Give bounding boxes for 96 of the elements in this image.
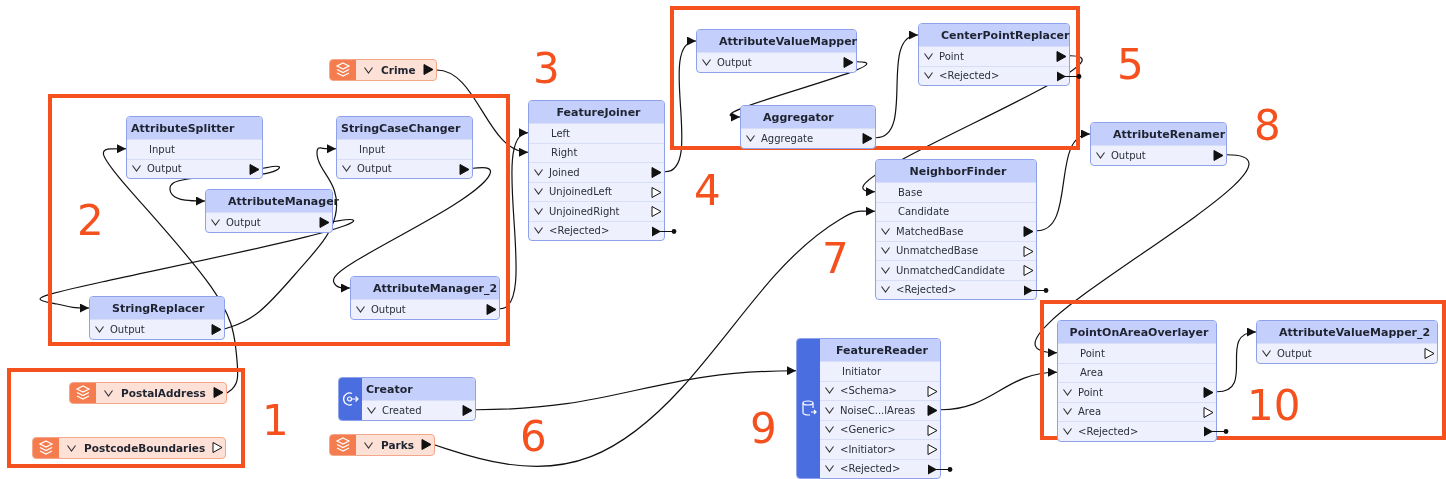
callout-number: 5 <box>1117 44 1144 86</box>
transformer-name: Aggregator <box>763 110 834 124</box>
transformer-name: AttributeValueMapper <box>719 34 858 48</box>
connector-arrow <box>224 144 338 330</box>
port-name: Output <box>110 323 145 335</box>
reader-node <box>69 382 227 404</box>
port-name: Joined <box>549 166 580 178</box>
transformer-name: FeatureReader <box>835 343 928 357</box>
transformer-node <box>740 105 876 149</box>
callout-number: 3 <box>533 48 560 90</box>
connector-arrow <box>1216 328 1257 393</box>
port-name: Point <box>1080 347 1105 359</box>
port-name: Right <box>551 147 578 159</box>
callout-number: 2 <box>77 200 104 242</box>
connector-arrow <box>332 167 492 293</box>
connector-arrow <box>1036 154 1248 356</box>
source-node <box>338 377 476 421</box>
transformer-node <box>696 29 857 73</box>
port-name: Input <box>149 143 175 155</box>
transformer-node <box>336 116 473 179</box>
port-name: <Schema> <box>840 385 897 397</box>
group-frame <box>48 94 510 346</box>
port-name: Base <box>898 186 923 198</box>
transformer-name: StringCaseChanger <box>341 121 461 135</box>
callout-number: 1 <box>262 400 289 442</box>
port-name: Output <box>1111 149 1146 161</box>
reader-node <box>329 434 435 456</box>
reader-name: Parks <box>381 439 414 451</box>
group-frame <box>7 368 245 468</box>
transformer-node <box>1256 320 1438 364</box>
port-name: Area <box>1078 406 1101 418</box>
transformer-node <box>126 116 263 179</box>
port-name: UnjoinedRight <box>549 205 620 217</box>
port-name: <Rejected> <box>1078 425 1139 437</box>
callout-number: 10 <box>1247 385 1301 427</box>
port-name: <Rejected> <box>549 225 610 237</box>
port-name: Output <box>1277 347 1312 359</box>
port-name: MatchedBase <box>896 225 964 237</box>
connector-arrow <box>435 69 529 156</box>
reader-name: PostcodeBoundaries <box>84 442 206 454</box>
transformer-name: FeatureJoiner <box>556 105 641 119</box>
connector-arrow <box>1036 131 1091 232</box>
port-name: Point <box>939 50 964 62</box>
port-name: UnmatchedCandidate <box>896 264 1005 276</box>
port-name: UnjoinedLeft <box>549 186 612 198</box>
transformer-name: NeighborFinder <box>909 164 1007 178</box>
connector-arrow <box>940 368 1058 411</box>
transformer-name: AttributeRenamer <box>1113 127 1226 141</box>
reader-name: PostalAddress <box>121 387 206 399</box>
transformer-name: PointOnAreaOverlayer <box>1069 325 1209 339</box>
port-name: Aggregate <box>761 132 814 144</box>
port-name: Candidate <box>898 206 950 218</box>
reader-node <box>32 437 227 459</box>
callout-number: 7 <box>822 238 849 280</box>
port-name: <Rejected> <box>840 463 901 475</box>
port-name: Area <box>1080 367 1103 379</box>
transformer-node <box>350 276 500 320</box>
transformer-node <box>1090 122 1227 166</box>
callout-number: 6 <box>520 416 547 458</box>
port-name: Output <box>357 163 392 175</box>
port-name: Created <box>382 404 422 416</box>
group-frame <box>1040 300 1446 440</box>
port-name: <Initiator> <box>840 443 896 455</box>
port-name: Initiator <box>842 365 882 377</box>
transformer-name: AttributeManager_2 <box>373 281 498 295</box>
callout-number: 4 <box>694 170 721 212</box>
connector-arrow <box>730 61 867 121</box>
connector-arrow <box>664 39 697 173</box>
port-name: Input <box>359 143 385 155</box>
port-name: Output <box>717 56 752 68</box>
transformer-name: StringReplacer <box>112 301 205 315</box>
port-name: Output <box>147 163 182 175</box>
port-name: Output <box>226 216 261 228</box>
callout-number: 8 <box>1254 105 1281 147</box>
port-name: <Rejected> <box>896 284 957 296</box>
port-name: Left <box>551 127 570 139</box>
reader-name: Crime <box>381 64 416 76</box>
group-frame <box>670 6 1080 150</box>
port-name: Point <box>1078 386 1103 398</box>
connector-arrow <box>39 218 355 313</box>
port-name: <Rejected> <box>939 70 1000 82</box>
transformer-name: AttributeValueMapper_2 <box>1279 325 1431 339</box>
connector-arrow <box>475 366 797 411</box>
port-name: UnmatchedBase <box>896 245 979 257</box>
connector-arrow <box>102 144 239 394</box>
callout-number: 9 <box>750 408 777 450</box>
connector-arrow <box>434 206 876 468</box>
transformer-node <box>89 296 225 340</box>
transformer-name: CenterPointReplacer <box>941 28 1070 42</box>
connector-arrow <box>875 32 919 139</box>
transformer-name: AttributeSplitter <box>131 121 235 135</box>
port-name: <Generic> <box>840 424 896 436</box>
reader-node <box>329 59 437 81</box>
port-name: NoiseC...lAreas <box>840 404 916 416</box>
port-name: Output <box>371 303 406 315</box>
transformer-name: Creator <box>366 382 413 396</box>
